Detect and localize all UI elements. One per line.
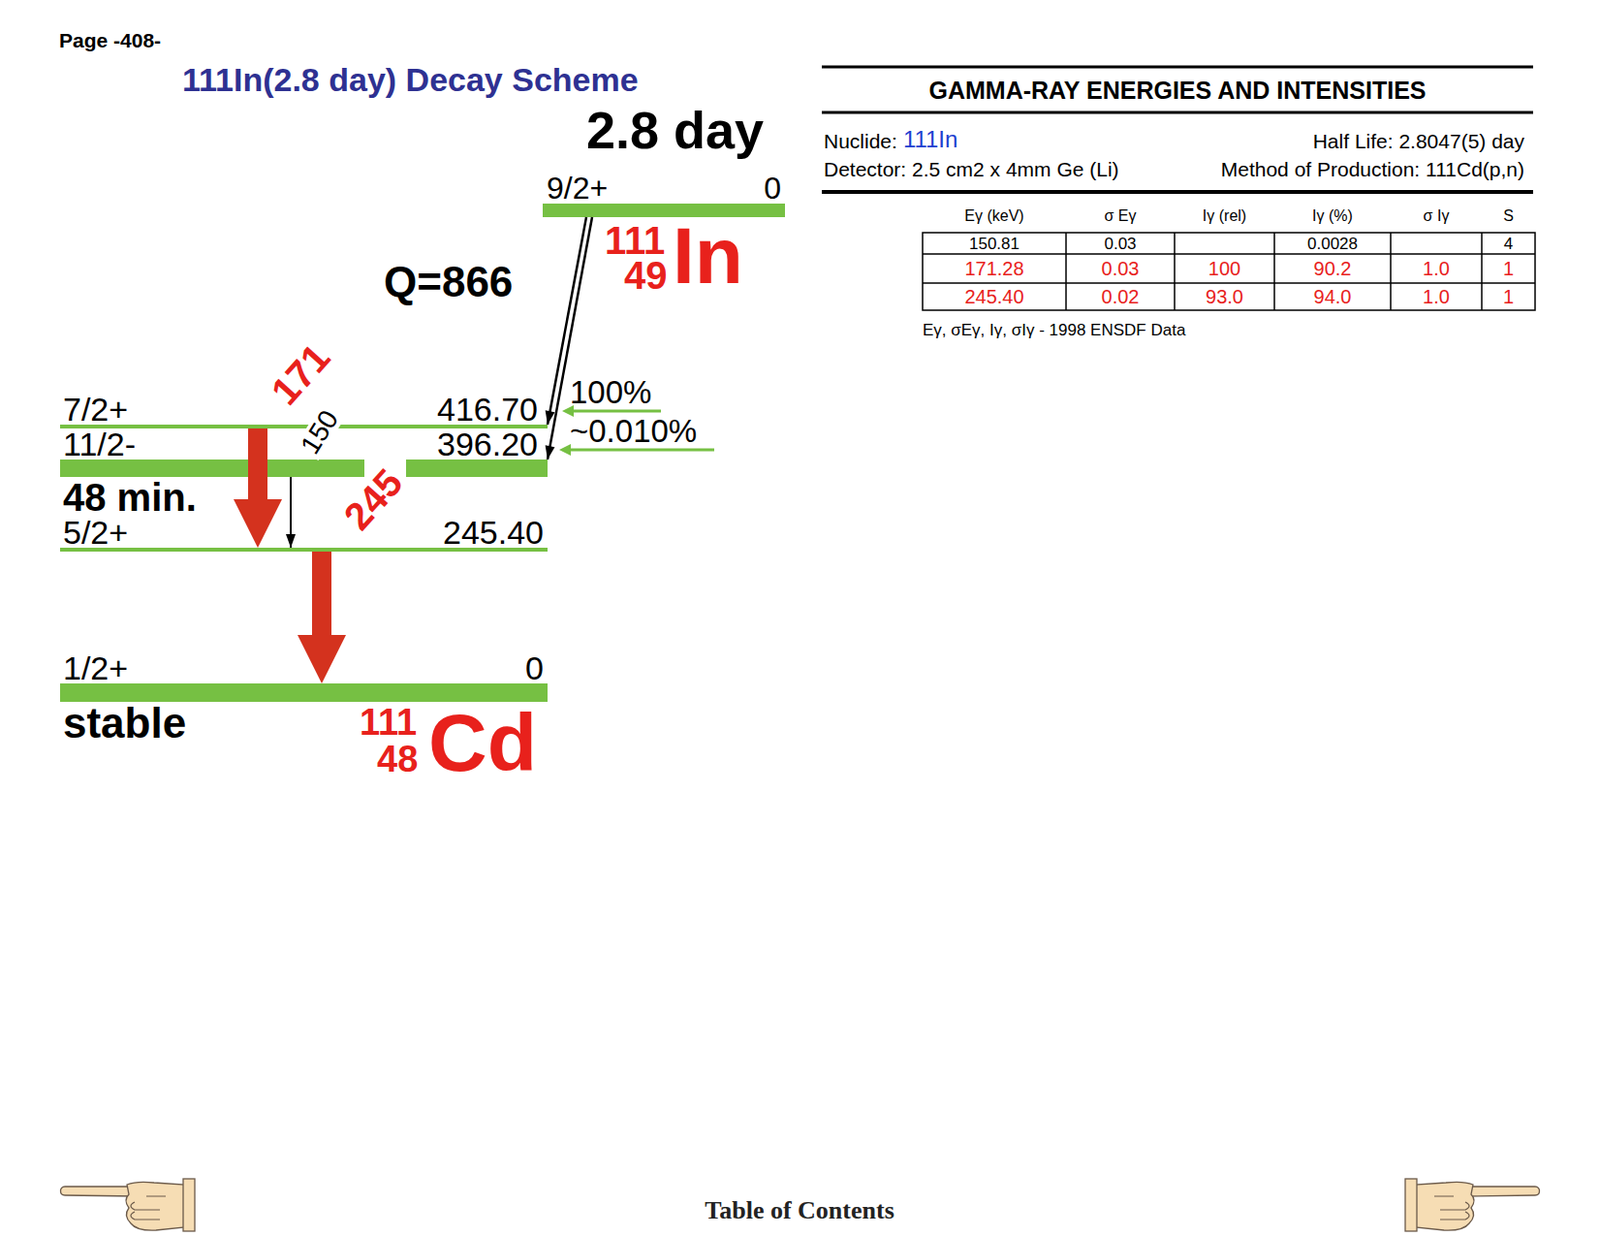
level-bar [542, 203, 785, 218]
energy-level: 2.8 day 9/2+ 0 11149In [542, 102, 785, 297]
table-cell: 1.0 [1422, 285, 1450, 308]
table-cell: 100 [1208, 257, 1241, 280]
level-bar [60, 547, 548, 552]
table-grid [1389, 232, 1392, 311]
column-header: Iγ (%) [1312, 207, 1353, 225]
gamma-transition-arrow [285, 476, 296, 548]
level-energy: 396.20 [437, 429, 538, 459]
data-source-note: Eγ, σEγ, Iγ, σIγ - 1998 ENSDF Data [922, 320, 1186, 341]
feeding-intensity: ~0.010% [569, 414, 697, 448]
column-header: Eγ (keV) [964, 207, 1024, 225]
page-title: 111In(2.8 day) Decay Scheme [182, 60, 639, 99]
gamma-transition-arrow [233, 428, 283, 548]
nav-link: Table of Contents [704, 1195, 895, 1225]
gamma-energy: 171 [262, 335, 338, 412]
spin-parity: 11/2- [62, 429, 136, 459]
table-border [922, 232, 1536, 311]
half-life: 48 min. [62, 477, 197, 517]
level-bar [406, 459, 548, 477]
table-grid [922, 282, 1536, 284]
mass-number: 111 [359, 703, 417, 741]
table-grid [922, 252, 1536, 255]
info-text: Method of Production: 111Cd(p,n) [1221, 157, 1525, 182]
feeding-pointer [571, 409, 661, 413]
table-title: GAMMA-RAY ENERGIES AND INTENSITIES [928, 76, 1426, 104]
q-value: Q=866 [383, 259, 513, 305]
table-cell: 0.03 [1103, 234, 1136, 253]
gamma-energy: 150 [295, 404, 346, 461]
element-symbol: Cd [428, 701, 537, 784]
pointing-hand [61, 1178, 196, 1231]
half-life: 2.8 day [586, 102, 764, 157]
level-bar [60, 683, 548, 702]
table-cell: 0.02 [1101, 285, 1140, 308]
gamma-arrow-body [233, 428, 283, 548]
table-cell: 90.2 [1314, 257, 1352, 280]
energy-level: 1/2+ 0 stable 11148 Cd [60, 653, 548, 784]
gamma-energy: 245 [335, 460, 410, 537]
gamma-transition-arrow [297, 551, 346, 684]
column-header: S [1503, 207, 1514, 225]
page-number: Page -408- [59, 29, 161, 53]
element-symbol: In [672, 216, 744, 296]
rule-line [821, 65, 1534, 69]
table-grid [1480, 232, 1483, 311]
table-cell: 171.28 [964, 257, 1024, 280]
column-header: σ Eγ [1104, 207, 1137, 225]
level-energy: 245.40 [442, 517, 544, 547]
arrow-head [285, 533, 296, 548]
spin-parity: 7/2+ [62, 394, 128, 424]
level-bar [60, 424, 548, 429]
column-header: σ Iγ [1423, 207, 1450, 225]
level-energy: 0 [763, 173, 782, 203]
feeding-pointer [567, 448, 715, 452]
rule-line [821, 111, 1534, 115]
feeding-pointer-head [559, 443, 571, 456]
table-grid [1273, 232, 1276, 311]
level-energy: 0 [525, 653, 544, 683]
table-grid [1065, 232, 1067, 311]
feeding-intensity: 100% [569, 376, 652, 409]
energy-level: 7/2+ 416.70 [60, 394, 548, 429]
mass-number: 111 [604, 220, 665, 260]
table-cell: 0.03 [1101, 257, 1140, 280]
spin-parity: 5/2+ [62, 517, 128, 547]
table-cell: 4 [1504, 234, 1513, 253]
arrow-head [545, 444, 556, 460]
table-cell: 1 [1503, 257, 1514, 280]
pointing-hand [1405, 1178, 1540, 1231]
energy-level: 5/2+ 245.40 [60, 517, 548, 552]
table-cell: 1.0 [1422, 257, 1450, 280]
atomic-number: 49 [624, 255, 668, 295]
table-cell: 0.0028 [1307, 234, 1358, 253]
gamma-arrow-body [297, 551, 346, 684]
info-text: Nuclide: [823, 129, 898, 154]
rule-line [821, 189, 1534, 194]
table-cell: 245.40 [964, 285, 1024, 308]
info-text: Detector: 2.5 cm2 x 4mm Ge (Li) [823, 157, 1120, 182]
spin-parity: 9/2+ [546, 173, 608, 203]
level-bar [60, 459, 365, 477]
level-energy: 416.70 [437, 394, 538, 424]
spin-parity: 1/2+ [62, 653, 128, 683]
atomic-number: 48 [376, 740, 418, 778]
column-header: Iγ (rel) [1202, 207, 1247, 225]
nuclide-name: 111In [903, 126, 959, 153]
table-cell: 1 [1503, 285, 1514, 308]
table-cell: 94.0 [1314, 285, 1352, 308]
table-cell: 93.0 [1205, 285, 1244, 308]
stability-note: stable [62, 701, 187, 745]
table-grid [1173, 232, 1176, 311]
info-text: Half Life: 2.8047(5) day [1313, 129, 1525, 154]
table-cell: 150.81 [969, 234, 1020, 253]
